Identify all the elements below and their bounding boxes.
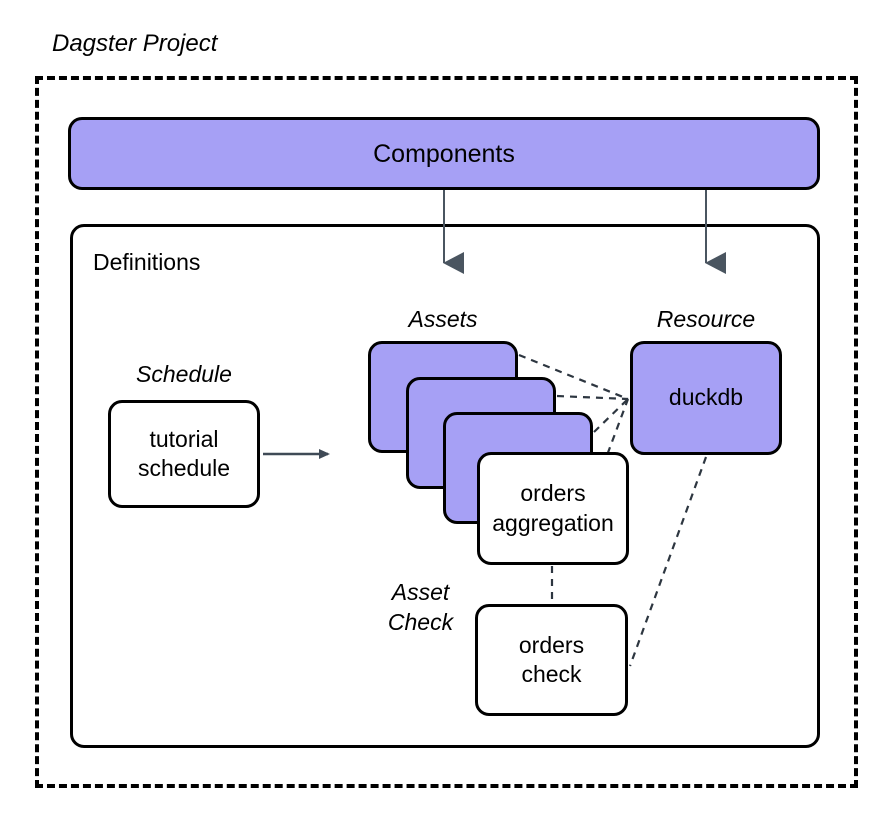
asset-check-orders-check[interactable]: orders check: [475, 604, 628, 716]
components-label: Components: [373, 139, 515, 168]
schedule-tutorial-schedule-label: tutorial schedule: [137, 425, 231, 481]
asset-orders-aggregation[interactable]: orders aggregation: [477, 452, 629, 565]
components-block[interactable]: Components: [68, 117, 820, 190]
asset-orders-aggregation-label: orders aggregation: [492, 480, 614, 536]
resource-duckdb[interactable]: duckdb: [630, 341, 782, 455]
definitions-label: Definitions: [93, 249, 201, 275]
page-title: Dagster Project: [52, 30, 218, 57]
resource-duckdb-label: duckdb: [668, 384, 744, 411]
resource-group-label: Resource: [656, 306, 756, 332]
dagster-project-boundary: [35, 76, 858, 788]
schedule-tutorial-schedule[interactable]: tutorial schedule: [108, 400, 260, 508]
assets-group-label: Assets: [408, 306, 478, 332]
schedule-group-label: Schedule: [136, 361, 232, 387]
asset-check-group-label: Asset Check: [387, 579, 454, 635]
asset-check-orders-check-label: orders check: [518, 631, 585, 687]
